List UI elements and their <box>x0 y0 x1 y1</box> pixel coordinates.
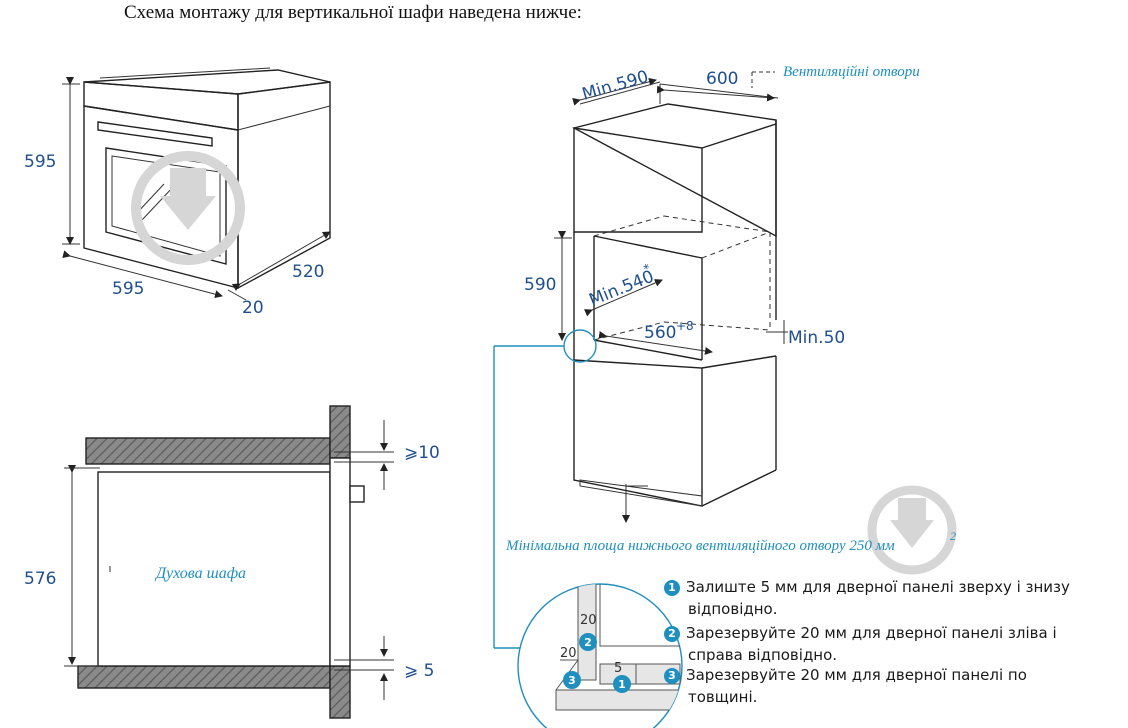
bottom-gap-label: ⩾ 5 <box>404 661 434 681</box>
oven-front-label: 20 <box>242 298 264 318</box>
bottom-vent-sup: 2 <box>950 529 956 543</box>
oven-isometric <box>62 67 331 301</box>
note-3-number: 3 <box>664 668 680 684</box>
min-inner-depth-sup: * <box>642 261 653 276</box>
tall-cabinet <box>493 71 957 649</box>
section-height-label: 576 <box>24 569 56 589</box>
note-3-line1: Зарезервуйте 20 мм для дверної панелі по <box>686 666 1027 684</box>
note-1: 1 Залиште 5 мм для дверної панелі зверху … <box>664 576 1124 620</box>
top-gap-label: ⩾10 <box>404 443 440 463</box>
detail-dim-top: 20 <box>580 613 597 628</box>
min-gap-label: Min.50 <box>788 328 845 348</box>
note-3: 3 Зарезервуйте 20 мм для дверної панелі п… <box>664 664 1124 708</box>
detail-dim-bottom: 5 <box>614 661 622 676</box>
inner-width-sup: +8 <box>676 319 694 333</box>
note-2-number: 2 <box>664 626 680 642</box>
vent-holes-label: Вентиляційні отвори <box>783 64 920 80</box>
oven-depth-label: 520 <box>292 262 324 282</box>
note-2: 2 Зарезервуйте 20 мм для дверної панелі з… <box>664 622 1124 666</box>
cabinet-depth-label: 600 <box>706 69 738 89</box>
min-inner-depth-group: Min.540 * <box>586 261 657 311</box>
oven-height-label: 595 <box>24 152 56 172</box>
note-1-line2: відповідно. <box>688 600 778 618</box>
bottom-vent-note: Мінімальна площа нижнього вентиляційного… <box>505 538 895 554</box>
section-view <box>64 405 394 719</box>
note-3-line2: товщині. <box>688 688 758 706</box>
note-1-line1: Залиште 5 мм для дверної панелі зверху і… <box>686 578 1070 596</box>
note-2-line1: Зарезервуйте 20 мм для дверної панелі зл… <box>686 624 1057 642</box>
section-oven-label: Духова шафа <box>154 565 246 582</box>
diagram-heading: Схема монтажу для вертикальної шафи наве… <box>124 2 582 23</box>
inner-width-label: 560 <box>644 323 676 343</box>
detail-marker-3: 3 <box>568 674 576 687</box>
detail-dim-left: 20 <box>560 646 577 661</box>
note-1-number: 1 <box>664 580 680 596</box>
detail-marker-2: 2 <box>584 636 592 649</box>
oven-width-label: 595 <box>112 279 144 299</box>
detail-marker-1: 1 <box>618 678 626 691</box>
niche-height-label: 590 <box>524 275 556 295</box>
cabinet-min-depth-label: Min.590 <box>580 67 651 105</box>
note-2-line2: справа відповідно. <box>688 646 838 664</box>
detail-circle <box>517 583 683 728</box>
